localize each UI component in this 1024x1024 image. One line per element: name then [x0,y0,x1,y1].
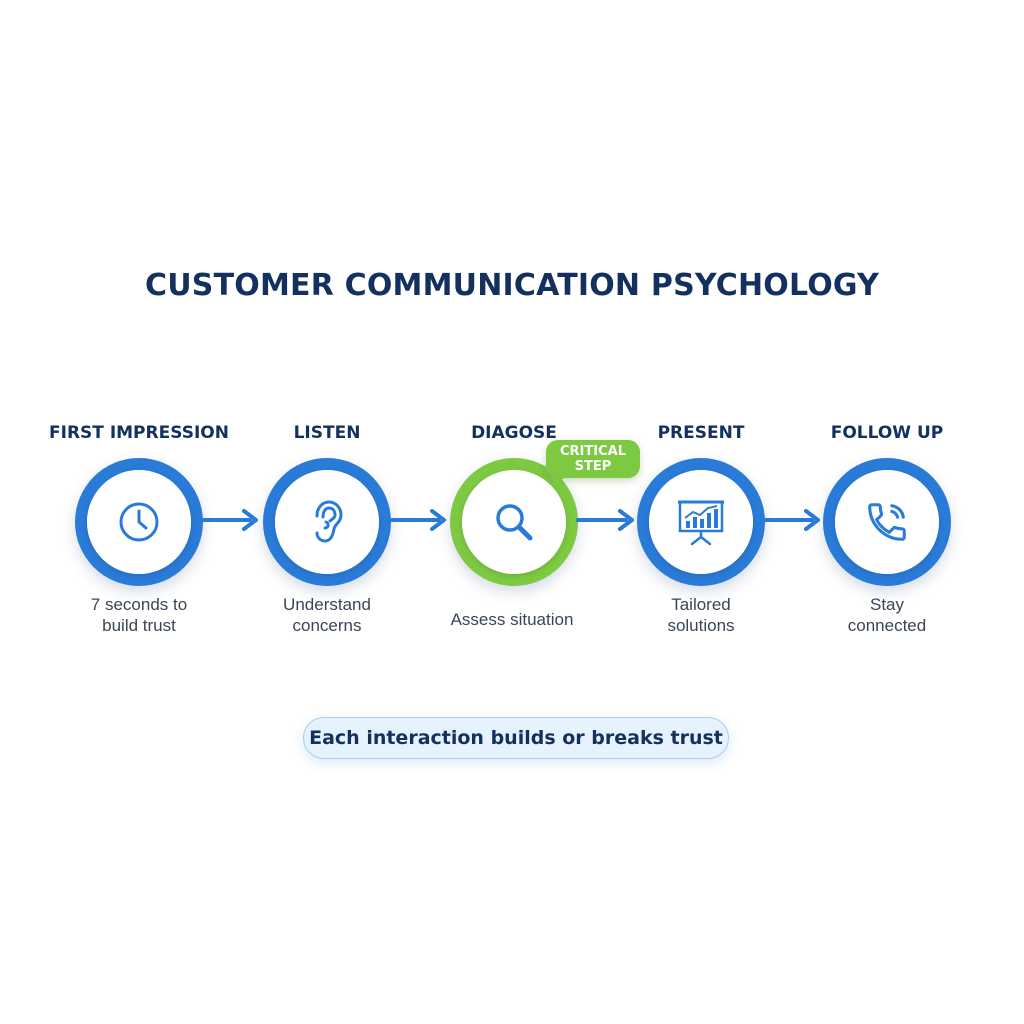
critical-step-badge: CRITICAL STEP [546,440,640,478]
desc-line: Understand [283,595,371,614]
clock-icon [116,499,162,545]
step-desc-listen: Understand concerns [237,594,417,636]
step-label-first-impression: FIRST IMPRESSION [49,423,229,443]
step-label-listen: LISTEN [293,423,361,443]
step-node-follow-up [823,458,951,586]
desc-line: build trust [102,616,176,635]
desc-line: Tailored [671,595,731,614]
diagram-title: CUSTOMER COMMUNICATION PSYCHOLOGY [145,268,879,303]
step-desc-diagnose: Assess situation [422,609,602,630]
presentation-chart-icon [675,497,727,547]
step-node-present [637,458,765,586]
footer-message: Each interaction builds or breaks trust [303,717,729,759]
step-label-follow-up: FOLLOW UP [830,423,944,443]
desc-line: Assess situation [450,610,574,629]
desc-line: connected [847,616,927,635]
arrow-right-icon [576,509,634,531]
arrow-right-icon [388,509,446,531]
badge-line-1: CRITICAL [560,444,626,459]
magnifier-icon [490,498,538,546]
desc-line: 7 seconds to [90,595,188,614]
step-node-first-impression [75,458,203,586]
badge-line-2: STEP [574,459,612,474]
desc-line: solutions [667,616,735,635]
desc-line: Stay [869,595,905,614]
ear-icon [304,497,350,547]
step-label-diagnose: DIAGOSE [471,423,557,443]
step-desc-follow-up: Stay connected [797,594,977,636]
desc-line: concerns [292,616,362,635]
arrow-right-icon [762,509,820,531]
arrow-right-icon [200,509,258,531]
step-label-present: PRESENT [657,423,745,443]
step-desc-first-impression: 7 seconds to build trust [49,594,229,636]
phone-icon [864,499,910,545]
step-desc-present: Tailored solutions [611,594,791,636]
step-node-listen [263,458,391,586]
